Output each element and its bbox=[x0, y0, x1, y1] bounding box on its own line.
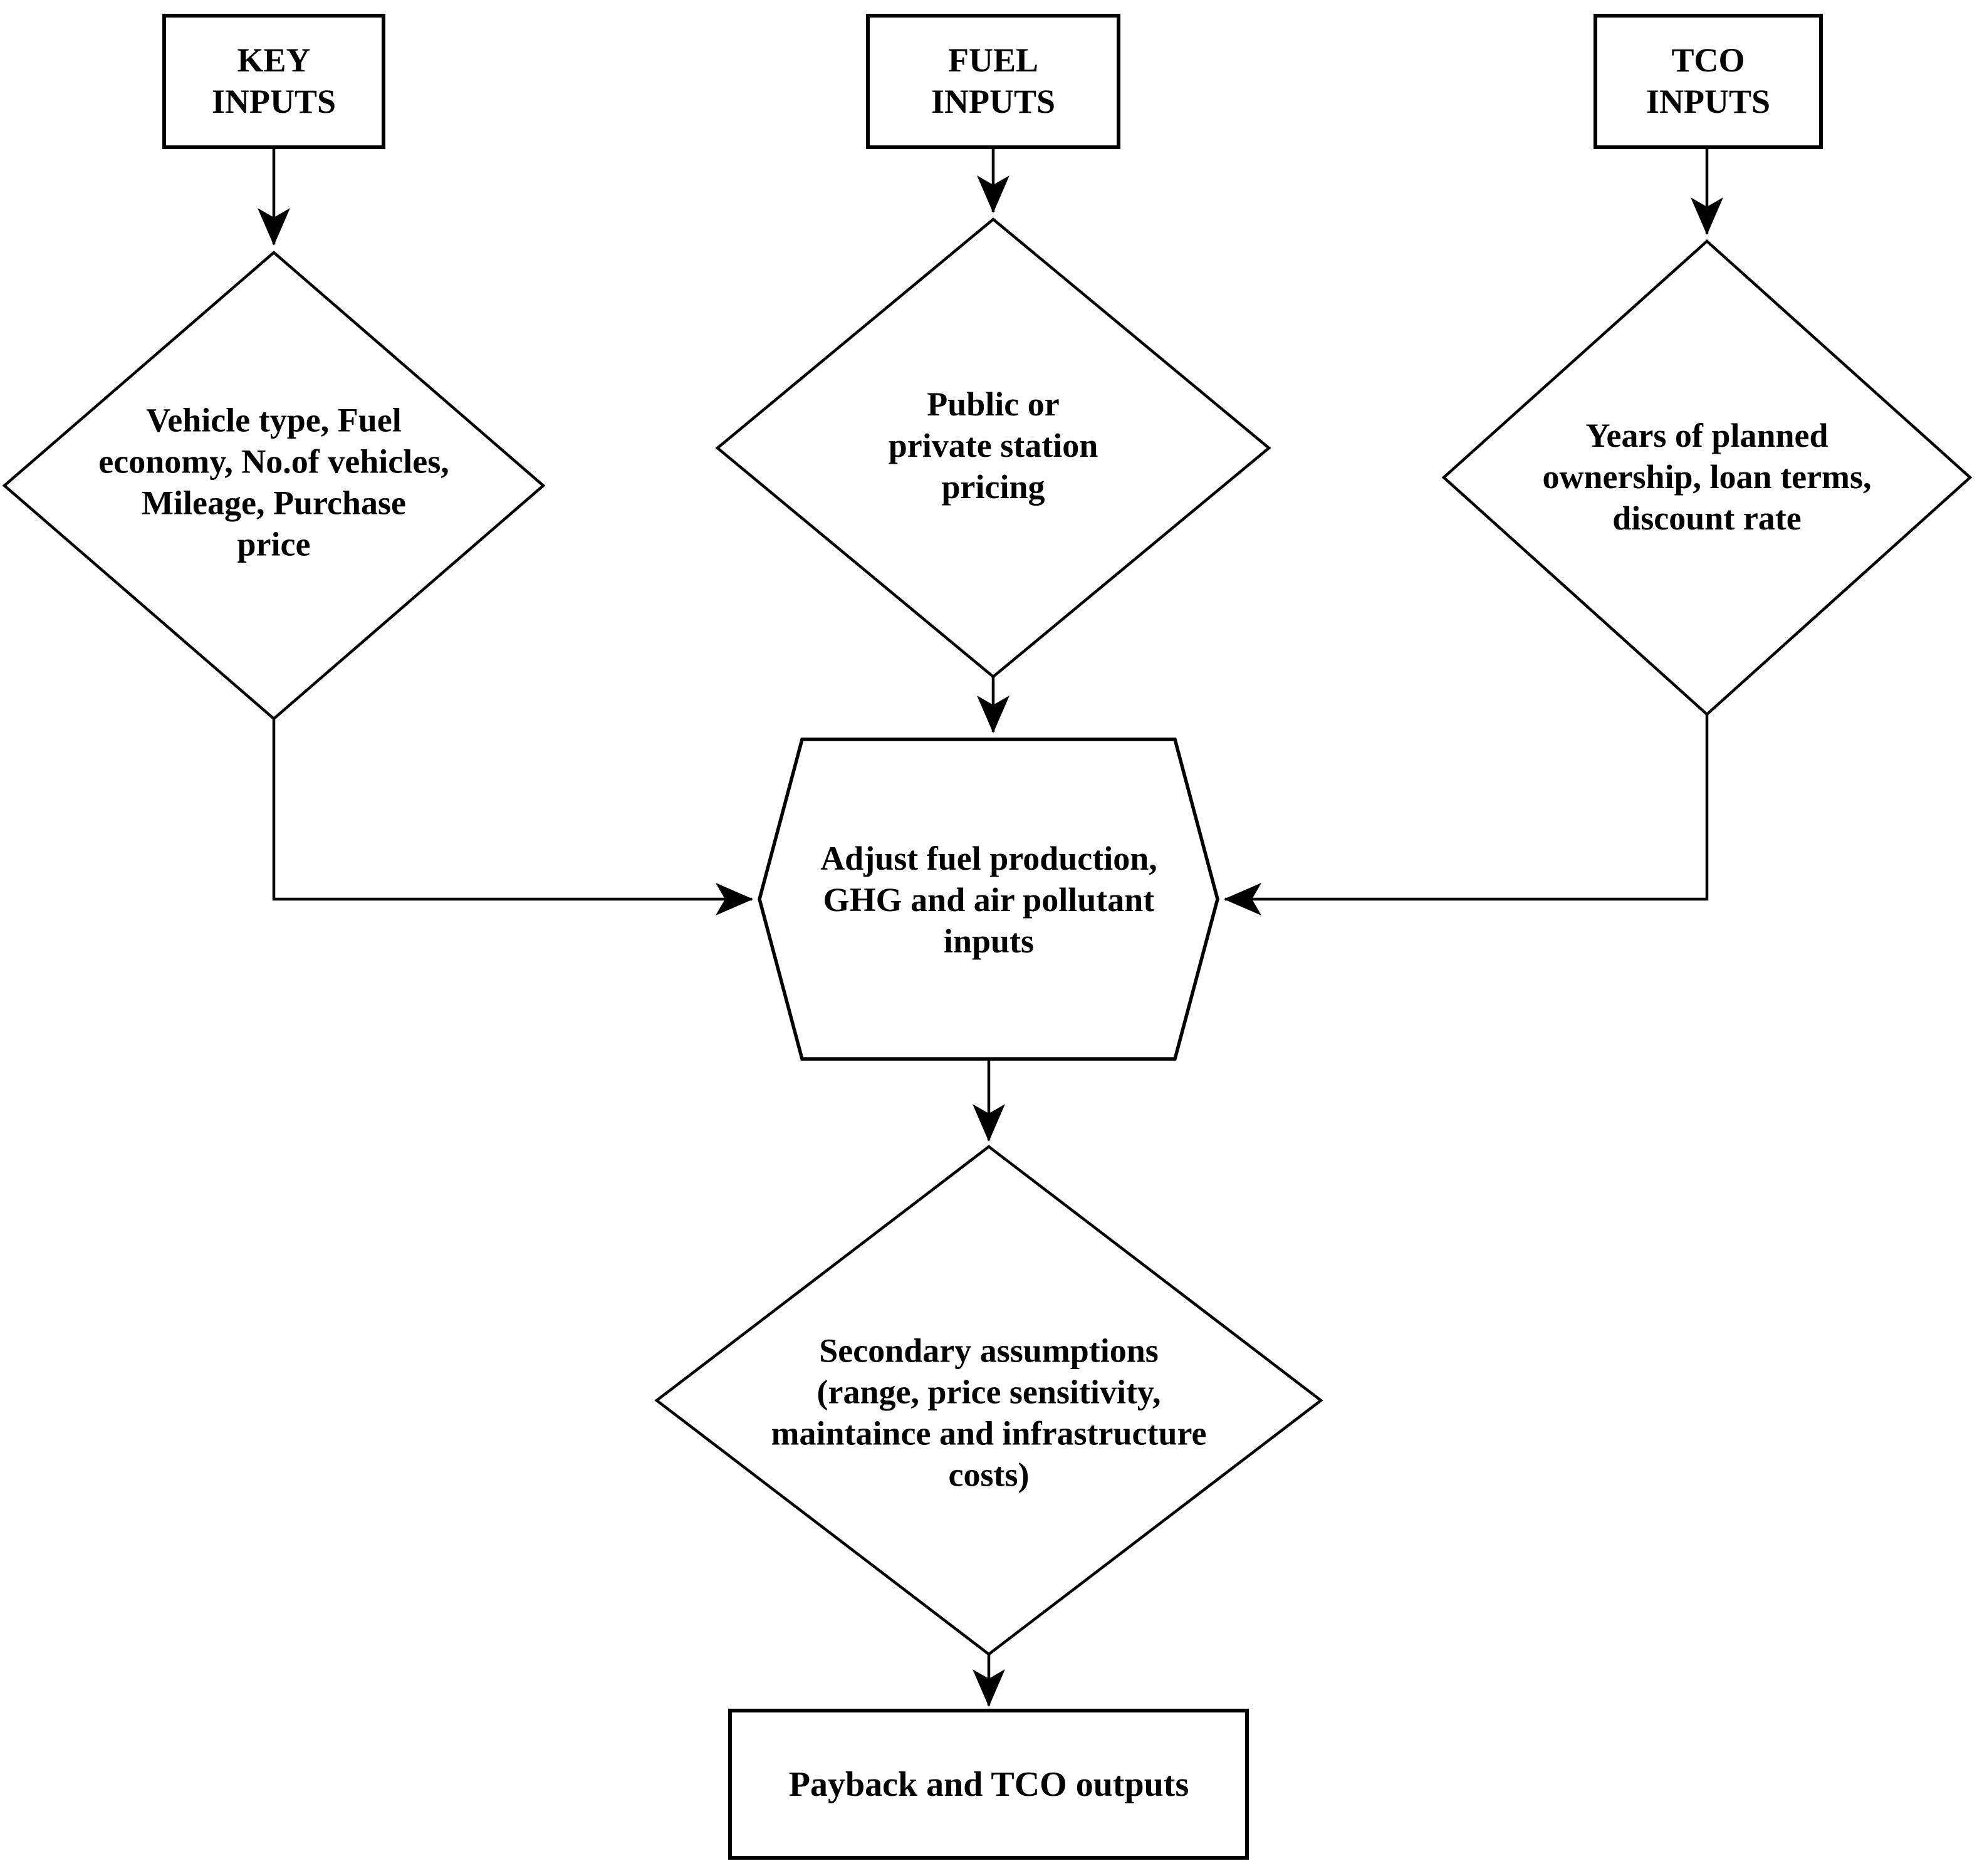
outputs-label: Payback and TCO outputs bbox=[788, 1764, 1189, 1804]
node-tco-inputs-box bbox=[1594, 14, 1823, 149]
edge-key-details-to-adjust bbox=[272, 719, 753, 915]
tco-details-label: Years of planned ownership, loan terms, … bbox=[1542, 417, 1872, 537]
node-key-inputs-box bbox=[162, 14, 385, 149]
node-key-details-diamond bbox=[2, 251, 546, 721]
tco-inputs-label: TCO INPUTS bbox=[1646, 41, 1771, 120]
key-details-label: Vehicle type, Fuel economy, No.of vehicl… bbox=[98, 401, 449, 563]
edge-tco-details-to-adjust bbox=[1224, 714, 1709, 915]
edges-group bbox=[258, 147, 1723, 1707]
nodes-group bbox=[2, 14, 1973, 1860]
node-fuel-inputs-box bbox=[866, 14, 1120, 149]
secondary-label: Secondary assumptions (range, price sens… bbox=[771, 1331, 1207, 1493]
adjust-label: Adjust fuel production, GHG and air poll… bbox=[820, 840, 1157, 960]
node-secondary-diamond bbox=[654, 1145, 1323, 1656]
node-outputs-box bbox=[728, 1709, 1249, 1860]
fuel-inputs-label: FUEL INPUTS bbox=[931, 41, 1056, 120]
fuel-details-label: Public or private station pricing bbox=[888, 385, 1098, 506]
node-tco-details-diamond bbox=[1441, 239, 1973, 717]
node-fuel-details-diamond bbox=[715, 217, 1271, 679]
key-inputs-label: KEY INPUTS bbox=[211, 41, 336, 120]
node-adjust-hexagon bbox=[758, 737, 1219, 1061]
